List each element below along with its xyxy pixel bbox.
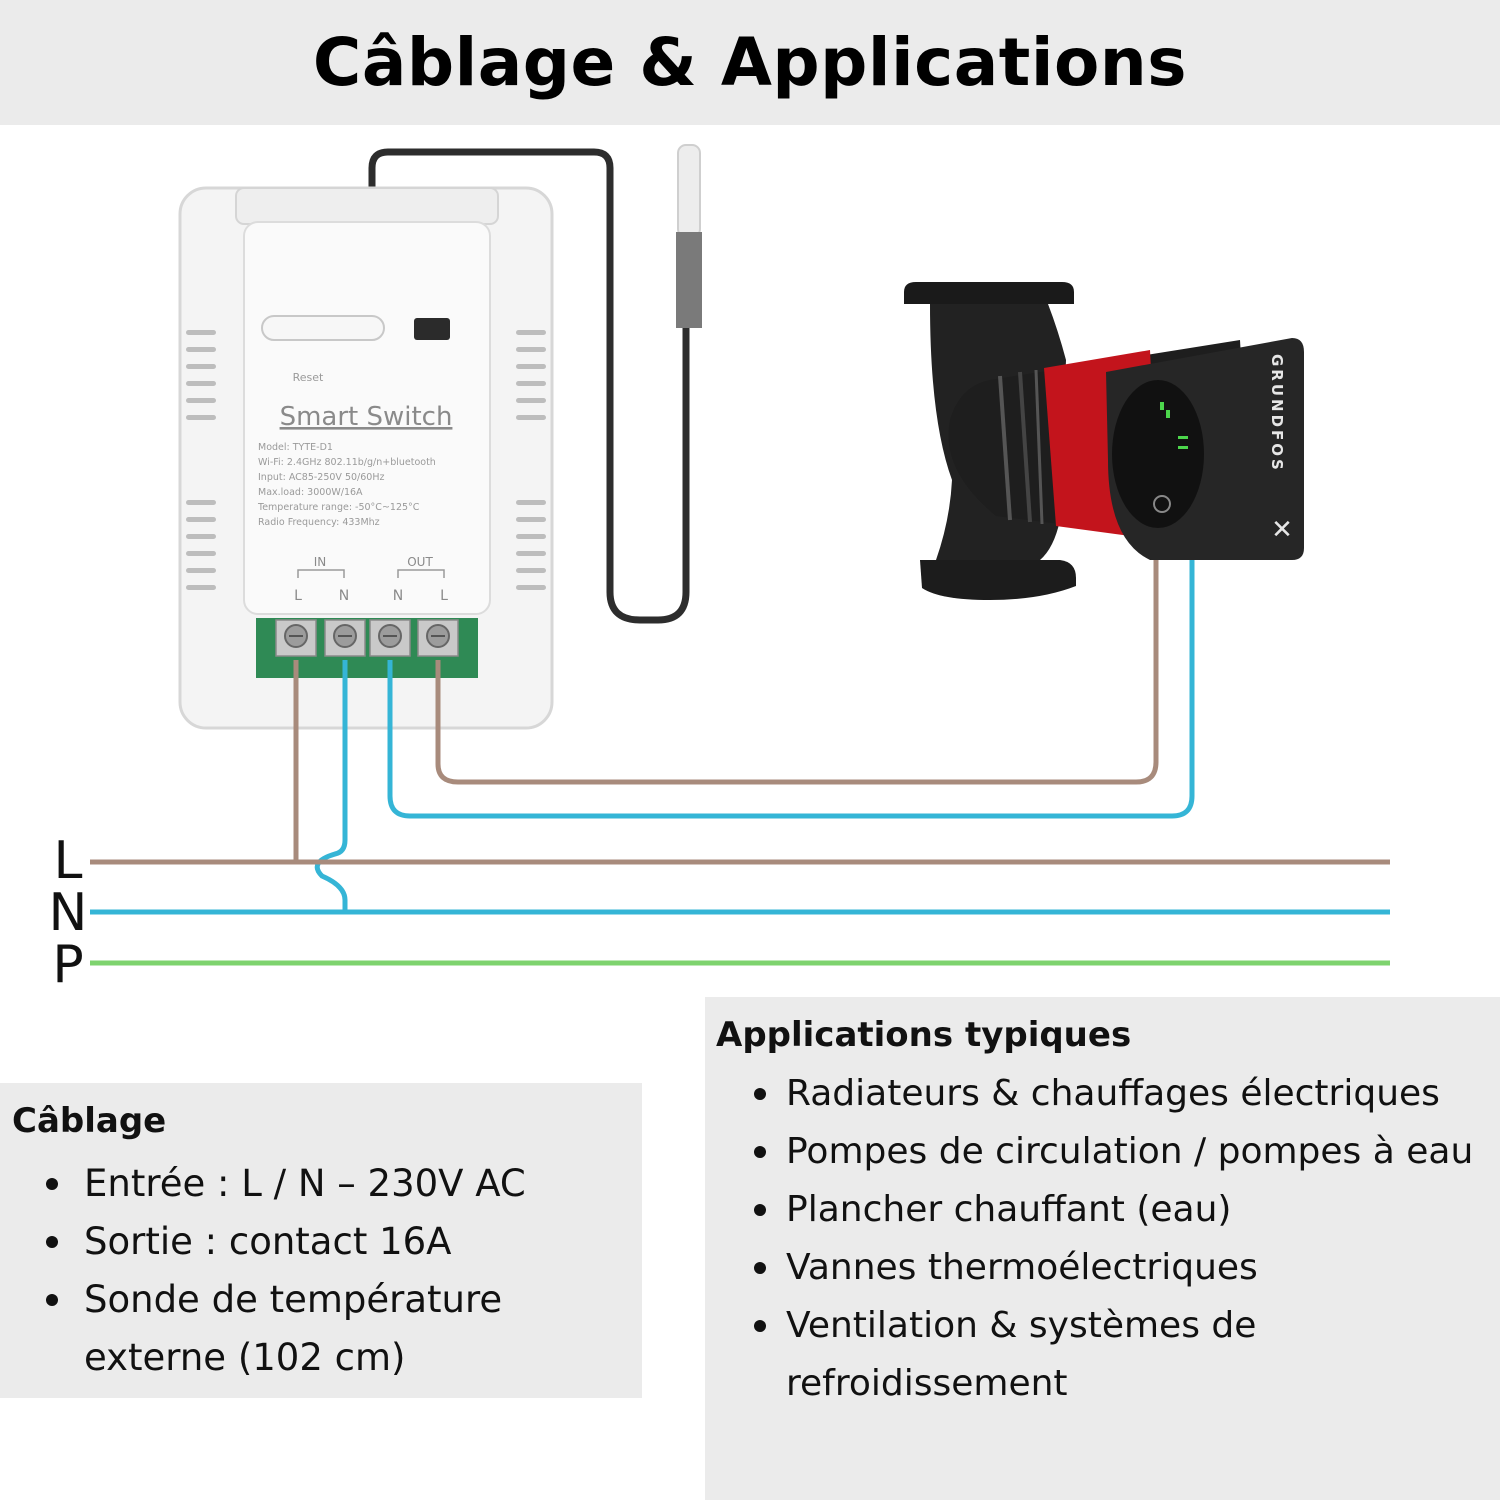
device-spec-line: Model: TYTE-D1	[258, 442, 333, 453]
vent-slot	[186, 517, 216, 522]
device-vents	[186, 330, 546, 590]
bullet-icon	[46, 1294, 58, 1306]
pump-flange-top	[904, 282, 1074, 304]
applications-title: Applications typiques	[716, 1015, 1132, 1055]
smart-switch-device: Reset Smart Switch Model: TYTE-D1Wi-Fi: …	[178, 186, 554, 730]
vent-slot	[516, 517, 546, 522]
device-top-cap	[235, 187, 499, 225]
bullet-icon	[754, 1088, 766, 1100]
pump-flange-bottom	[920, 560, 1076, 600]
page-title: Câblage & Applications	[312, 24, 1188, 101]
reset-slot	[261, 315, 385, 341]
in-label: IN	[314, 555, 327, 569]
vent-slot	[186, 534, 216, 539]
wiring-title: Câblage	[12, 1101, 167, 1141]
line-label-p: P	[52, 935, 83, 995]
vent-slot	[186, 585, 216, 590]
bullet-icon	[46, 1178, 58, 1190]
reset-label: Reset	[293, 371, 324, 384]
terminal-label: N	[339, 588, 349, 604]
vent-slot	[516, 364, 546, 369]
probe-sleeve	[676, 232, 702, 328]
vent-slot	[516, 330, 546, 335]
bullet-icon	[754, 1146, 766, 1158]
temperature-probe	[368, 144, 702, 624]
wiring-item: Sortie : contact 16A	[12, 1213, 642, 1271]
vent-slot	[516, 500, 546, 505]
terminal-label: L	[294, 588, 302, 604]
bullet-icon	[754, 1204, 766, 1216]
vent-slot	[186, 500, 216, 505]
vent-slot	[516, 534, 546, 539]
vent-slot	[516, 551, 546, 556]
applications-list: Radiateurs & chauffages électriques Pomp…	[716, 1065, 1500, 1413]
out-label: OUT	[407, 555, 433, 569]
application-item: Pompes de circulation / pompes à eau	[716, 1123, 1486, 1181]
wire-neutral-out	[387, 560, 1195, 819]
device-spec-line: Input: AC85-250V 50/60Hz	[258, 472, 384, 483]
wiring	[90, 560, 1390, 966]
device-spec-line: Wi-Fi: 2.4GHz 802.11b/g/n+bluetooth	[258, 457, 436, 468]
bullet-icon	[754, 1320, 766, 1332]
application-item: Vannes thermoélectriques	[716, 1239, 1500, 1297]
terminal-label: L	[440, 588, 448, 604]
title-bar: Câblage & Applications	[0, 0, 1500, 125]
pump-brand: GRUNDFOS	[1268, 354, 1286, 473]
vent-slot	[186, 330, 216, 335]
applications-panel: Applications typiques Radiateurs & chauf…	[705, 997, 1500, 1500]
line-label-n: N	[49, 883, 88, 943]
vent-slot	[186, 415, 216, 420]
circulation-pump: GRUNDFOS ✕	[904, 282, 1304, 600]
vent-slot	[516, 568, 546, 573]
probe-cable	[368, 148, 690, 624]
vent-slot	[516, 585, 546, 590]
wiring-panel: Câblage Entrée : L / N – 230V AC Sortie …	[0, 1083, 642, 1398]
device-spec-line: Temperature range: -50°C~125°C	[257, 502, 420, 513]
vent-slot	[516, 398, 546, 403]
wiring-item: Sonde de température externe (102 cm)	[12, 1271, 584, 1387]
led-window	[414, 318, 450, 340]
vent-slot	[186, 381, 216, 386]
wiring-list: Entrée : L / N – 230V AC Sortie : contac…	[12, 1155, 642, 1387]
vent-slot	[186, 551, 216, 556]
vent-slot	[186, 347, 216, 352]
device-name: Smart Switch	[280, 402, 453, 432]
bullet-icon	[754, 1262, 766, 1274]
device-spec-line: Radio Frequency: 433Mhz	[258, 517, 380, 528]
pump-logo-icon: ✕	[1271, 515, 1293, 545]
pump-display	[1112, 380, 1204, 528]
line-label-l: L	[54, 831, 83, 891]
vent-slot	[516, 415, 546, 420]
vent-slot	[516, 347, 546, 352]
terminal-screws	[275, 619, 459, 657]
wiring-diagram: Reset Smart Switch Model: TYTE-D1Wi-Fi: …	[49, 144, 1390, 995]
vent-slot	[516, 381, 546, 386]
terminal-label: N	[393, 588, 403, 604]
application-item: Ventilation & systèmes de refroidissemen…	[716, 1297, 1346, 1413]
bullet-icon	[46, 1236, 58, 1248]
wire-live-out	[435, 560, 1159, 785]
vent-slot	[186, 398, 216, 403]
device-spec-line: Max.load: 3000W/16A	[258, 487, 363, 498]
vent-slot	[186, 568, 216, 573]
application-item: Plancher chauffant (eau)	[716, 1181, 1500, 1239]
probe-tip	[677, 144, 701, 238]
application-item: Radiateurs & chauffages électriques	[716, 1065, 1500, 1123]
vent-slot	[186, 364, 216, 369]
wiring-item: Entrée : L / N – 230V AC	[12, 1155, 642, 1213]
